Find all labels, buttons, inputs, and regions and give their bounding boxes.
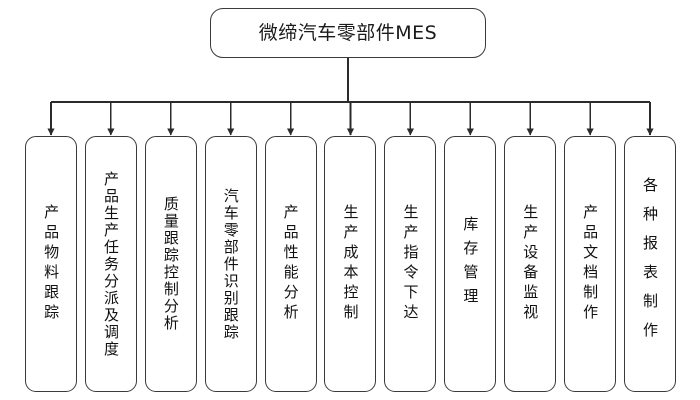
leaf-node[interactable]: 各种报表制作 <box>623 136 676 392</box>
leaf-node[interactable]: 产品性能分析 <box>264 136 317 392</box>
leaf-node-label: 质量跟踪控制分析 <box>161 196 180 332</box>
leaf-node[interactable]: 汽车零部件识别跟踪 <box>204 136 257 392</box>
leaf-node-label: 汽车零部件识别跟踪 <box>221 187 240 341</box>
leaf-node[interactable]: 生产指令下达 <box>384 136 437 392</box>
leaf-node-label: 产品文档制作 <box>581 204 600 324</box>
leaf-node-label: 产品生产任务分派及调度 <box>101 170 120 358</box>
down-arrow-1 <box>107 128 115 136</box>
leaf-node[interactable]: 生产成本控制 <box>324 136 377 392</box>
down-arrow-5 <box>346 128 355 136</box>
down-arrow-2 <box>167 128 175 136</box>
leaf-node[interactable]: 库存管理 <box>444 136 497 392</box>
leaf-node-label: 库存管理 <box>461 216 480 312</box>
down-arrow-0 <box>47 128 55 136</box>
down-arrow-6 <box>406 128 414 136</box>
down-arrow-9 <box>586 128 594 136</box>
down-arrow-10 <box>646 128 654 136</box>
leaf-node[interactable]: 产品文档制作 <box>564 136 617 392</box>
root-node[interactable]: 微缔汽车零部件MES <box>210 8 486 58</box>
root-node-label: 微缔汽车零部件MES <box>258 21 438 44</box>
down-arrow-4 <box>287 128 295 136</box>
leaf-node-label: 产品性能分析 <box>281 204 300 324</box>
leaf-node[interactable]: 产品生产任务分派及调度 <box>84 136 137 392</box>
down-arrow-7 <box>466 128 474 136</box>
leaf-node-label: 生产成本控制 <box>341 204 360 324</box>
leaf-node-label: 各种报表制作 <box>641 177 659 351</box>
leaf-node[interactable]: 产品物料跟踪 <box>25 136 77 392</box>
leaf-node-row: 产品物料跟踪 产品生产任务分派及调度 质量跟踪控制分析 汽车零部件识别跟踪 产品性能分析… <box>25 136 676 392</box>
leaf-node[interactable]: 质量跟踪控制分析 <box>144 136 197 392</box>
down-arrow-8 <box>526 128 534 136</box>
leaf-node-label: 产品物料跟踪 <box>42 204 61 324</box>
leaf-node-label: 生产设备监视 <box>521 204 540 324</box>
down-arrow-3 <box>227 128 235 136</box>
leaf-node[interactable]: 生产设备监视 <box>504 136 557 392</box>
leaf-node-label: 生产指令下达 <box>401 204 420 324</box>
